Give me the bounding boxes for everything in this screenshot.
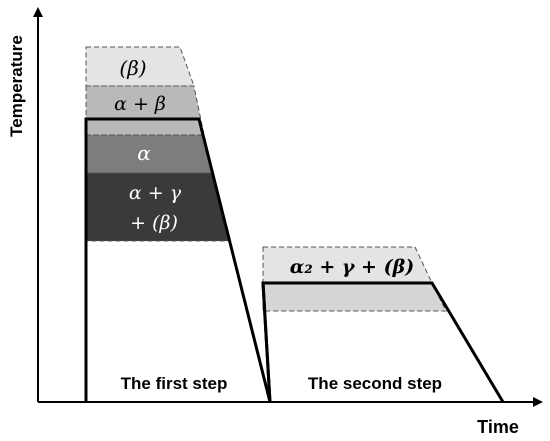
phase-label-alpha-gamma-line2: + (β) xyxy=(130,212,178,234)
phase-label-second-step: α₂ + γ + (β) xyxy=(290,256,414,278)
step-label-first: The first step xyxy=(121,374,228,393)
phase-region-beta xyxy=(85,46,195,87)
phase-region-second-upper xyxy=(262,246,433,284)
phase-label-alpha-beta: α + β xyxy=(114,93,166,115)
phase-label-alpha: α xyxy=(137,141,151,165)
x-axis-label: Time xyxy=(477,417,519,437)
phase-region-second-lower xyxy=(262,282,447,312)
phase-label-alpha-gamma-line1: α + γ xyxy=(129,182,182,204)
y-axis-label: Temperature xyxy=(7,35,26,137)
step-label-second: The second step xyxy=(308,374,442,393)
phase-label-beta: (β) xyxy=(119,56,146,80)
step-one-end-line xyxy=(261,282,272,403)
